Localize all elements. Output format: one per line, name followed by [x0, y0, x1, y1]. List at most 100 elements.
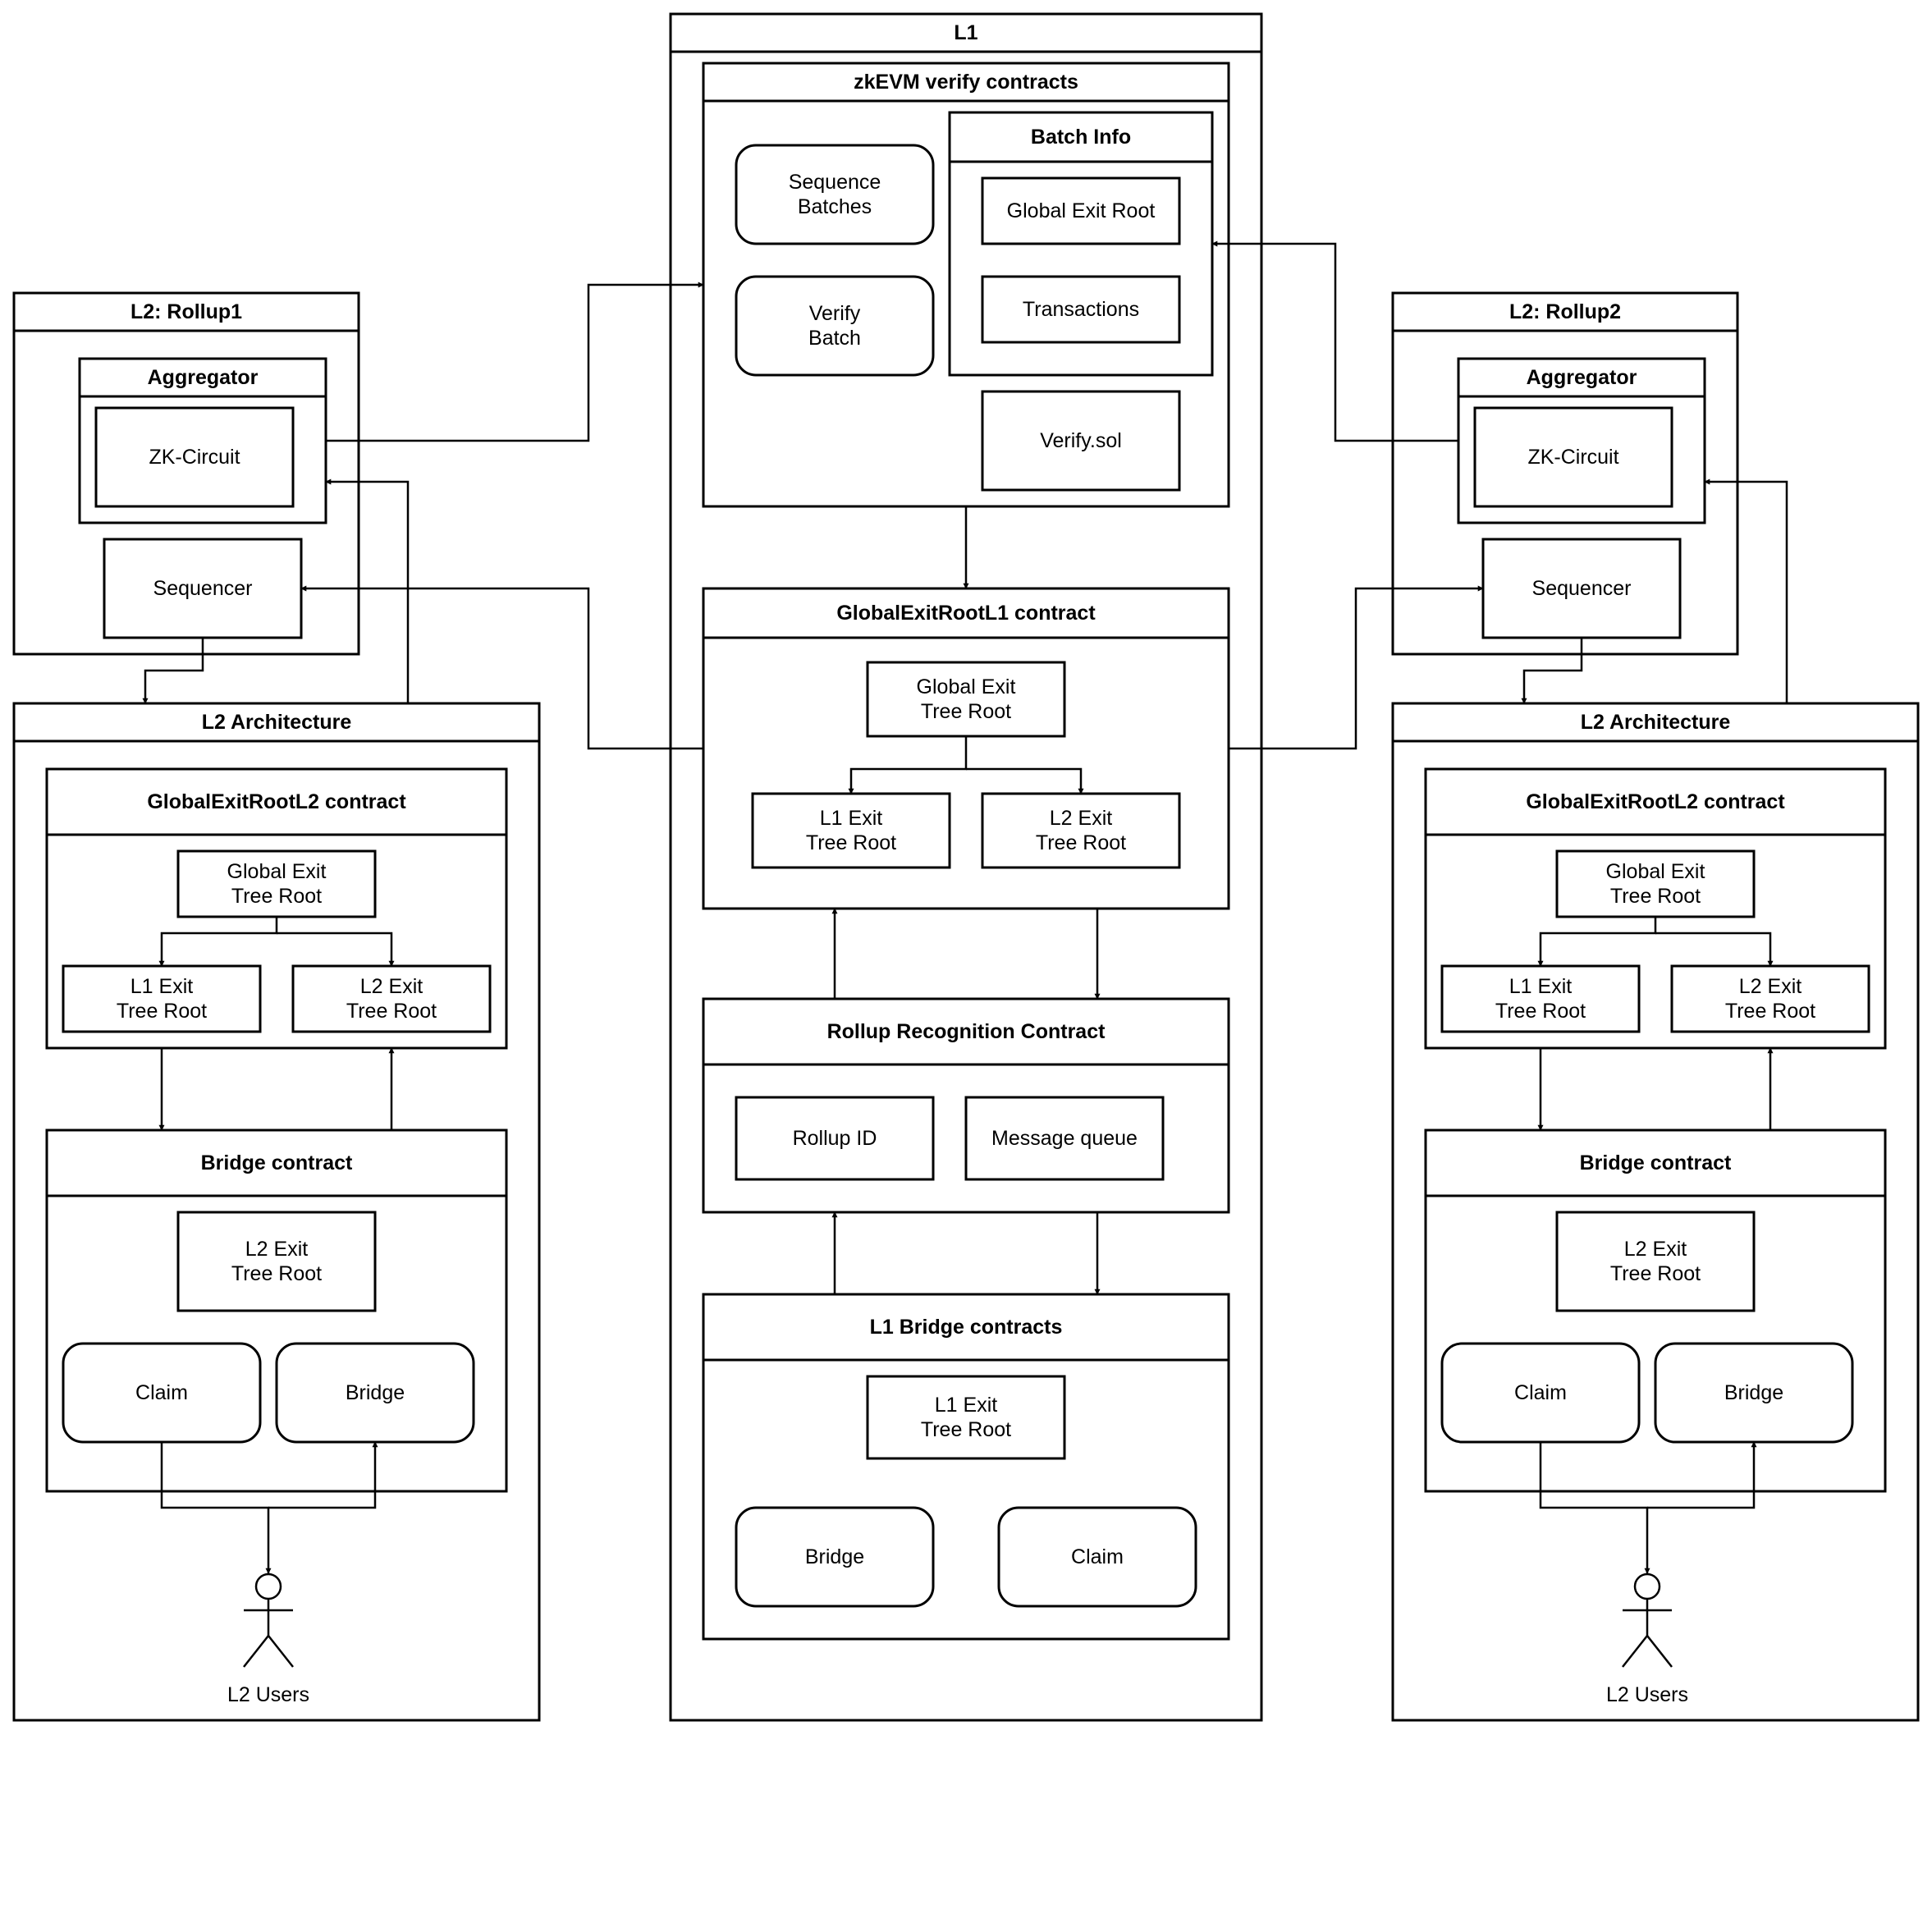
- rollup2-bridge-l2-exit-tree-root: [1555, 1211, 1756, 1312]
- batch-info-title: Batch Info: [1031, 126, 1131, 149]
- l1-ger-l1-exit-tree-root: [751, 792, 951, 869]
- zkevm-verify-contracts-title: zkEVM verify contracts: [854, 71, 1078, 94]
- rollup1-user-to-bridge: [268, 1441, 378, 1509]
- global-exit-root: [981, 176, 1181, 245]
- l1-global-exit-tree-root-label: Global Exit: [917, 675, 1016, 698]
- rollup2-l2-ger-l1-exit-tree-root: [1440, 964, 1641, 1033]
- verify-batch: [735, 275, 935, 377]
- ger-l1-split-right: [966, 767, 1084, 794]
- rollup2-l2-ger-l1-exit-tree-root-label: Tree Root: [1495, 1000, 1586, 1023]
- message-queue-label: Message queue: [991, 1127, 1138, 1150]
- rollup1-l2-global-exit-tree-root-label: Global Exit: [227, 860, 327, 883]
- rollup2-ger-split-r: [1655, 932, 1774, 967]
- rollup1-sequencer: [103, 538, 303, 639]
- rollup2-claim-button-label: Claim: [1514, 1381, 1567, 1404]
- verify-batch-label: Verify: [809, 302, 861, 325]
- rollup1-l2-global-exit-tree-root-label: Tree Root: [231, 885, 322, 908]
- rollup2-bridge-contract-title: Bridge contract: [1580, 1151, 1732, 1174]
- rollup1-bridge-button-label: Bridge: [346, 1381, 405, 1404]
- rollup1-claim-to-user: [160, 1442, 272, 1574]
- rollup2-global-exit-root-l2-contract-title: GlobalExitRootL2 contract: [1526, 790, 1785, 813]
- rollup2-l2-global-exit-tree-root: [1555, 849, 1756, 918]
- rollup2-container-title: L2: Rollup2: [1509, 300, 1621, 323]
- rollup2-l2-ger-l2-exit-tree-root: [1670, 964, 1870, 1033]
- verify-sol-label: Verify.sol: [1040, 429, 1122, 452]
- transactions-label: Transactions: [1023, 298, 1139, 321]
- rollup1-aggregator-title: Aggregator: [148, 366, 259, 389]
- rollup1-container-title: L2: Rollup1: [130, 300, 242, 323]
- l1-ger-l1-exit-tree-root-label: L1 Exit: [820, 807, 882, 830]
- rollup1-ger-split: [158, 917, 278, 967]
- rollup1-global-exit-root-l2-contract-title: GlobalExitRootL2 contract: [147, 790, 406, 813]
- rollup2-sequencer-label: Sequencer: [1532, 577, 1632, 600]
- rollup1-claim-button-label: Claim: [135, 1381, 188, 1404]
- global-exit-root-label: Global Exit Root: [1007, 199, 1156, 222]
- rollup2-aggregator-to-batch-info: [1211, 240, 1458, 442]
- verify-batch-label: Batch: [808, 327, 861, 350]
- rollup1-l2-ger-l2-exit-tree-root-label: Tree Root: [346, 1000, 437, 1023]
- rollup-recognition-contract-title: Rollup Recognition Contract: [827, 1020, 1106, 1043]
- rollup1-bridge-contract-title: Bridge contract: [201, 1151, 353, 1174]
- transactions: [981, 275, 1181, 344]
- rollup2-users-label: L2 Users: [1606, 1683, 1688, 1706]
- l1-bridge-contracts-title: L1 Bridge contracts: [870, 1316, 1063, 1339]
- l1-bridge-button-label: Bridge: [805, 1545, 864, 1568]
- rollup1-arch-to-aggregator: [325, 478, 410, 703]
- rollup1-bridge-l2-exit-tree-root: [176, 1211, 377, 1312]
- ger-l1-split-left: [848, 736, 968, 794]
- rollup2-user-to-bridge: [1647, 1441, 1757, 1509]
- rollup1-zk-circuit-label: ZK-Circuit: [149, 446, 240, 469]
- rollup1-seq-to-arch: [142, 638, 204, 704]
- sequence-batches-label: Batches: [798, 195, 872, 218]
- rollup1-l2-ger-l1-exit-tree-root: [62, 964, 262, 1033]
- rollup2-arch-to-aggregator: [1704, 478, 1788, 703]
- rollup2-claim-to-user: [1539, 1442, 1650, 1574]
- l1-ger-l2-exit-tree-root-label: Tree Root: [1036, 831, 1126, 854]
- rollup2-zk-circuit: [1473, 406, 1673, 508]
- rollup2-l2-global-exit-tree-root-label: Global Exit: [1606, 860, 1705, 883]
- rollup1-user-icon: [243, 1573, 294, 1668]
- l1-bridge-l1-exit-tree-root-label: Tree Root: [921, 1418, 1011, 1441]
- rollup1-l2-ger-l1-exit-tree-root-label: Tree Root: [117, 1000, 207, 1023]
- rollup1-sequencer-label: Sequencer: [153, 577, 253, 600]
- sequence-batches: [735, 144, 935, 245]
- rollup2-seq-to-arch: [1521, 638, 1583, 704]
- rollup2-zk-circuit-label: ZK-Circuit: [1527, 446, 1618, 469]
- rollup2-l2-ger-l1-exit-tree-root-label: L1 Exit: [1509, 975, 1572, 998]
- rollup2-l2-architecture-title: L2 Architecture: [1581, 711, 1731, 734]
- l1-bridge-button: [735, 1506, 935, 1608]
- rollup1-aggregator-to-zkevm: [326, 282, 704, 442]
- rollup1-bridge-l2-exit-tree-root-label: Tree Root: [231, 1262, 322, 1285]
- l1-global-exit-tree-root-label: Tree Root: [921, 700, 1011, 723]
- l1-container-title: L1: [954, 21, 977, 44]
- l1-ger-l1-exit-tree-root-label: Tree Root: [806, 831, 896, 854]
- l1-claim-button-label: Claim: [1071, 1545, 1124, 1568]
- rollup2-l2-ger-l2-exit-tree-root-label: L2 Exit: [1739, 975, 1802, 998]
- rollup1-l2-architecture-title: L2 Architecture: [202, 711, 352, 734]
- rollup2-aggregator-title: Aggregator: [1527, 366, 1637, 389]
- rollup2-sequencer: [1481, 538, 1682, 639]
- verify-sol: [981, 390, 1181, 492]
- global-exit-root-l1-contract-title: GlobalExitRootL1 contract: [836, 602, 1096, 625]
- rollup1-bridge-l2-exit-tree-root-label: L2 Exit: [245, 1238, 308, 1261]
- rollup2-ger-split: [1537, 917, 1657, 967]
- rollup2-bridge-l2-exit-tree-root-label: Tree Root: [1610, 1262, 1701, 1285]
- rollup2-bridge-button-label: Bridge: [1724, 1381, 1783, 1404]
- rollup2-l2-global-exit-tree-root-label: Tree Root: [1610, 885, 1701, 908]
- rollup-id-label: Rollup ID: [793, 1127, 877, 1150]
- rollup1-zk-circuit: [94, 406, 295, 508]
- ger-l1-to-rollup1-sequencer: [300, 585, 703, 750]
- ger-l1-to-rollup2-sequencer: [1229, 585, 1484, 750]
- l1-bridge-l1-exit-tree-root-label: L1 Exit: [935, 1394, 997, 1417]
- rollup2-l2-ger-l2-exit-tree-root-label: Tree Root: [1725, 1000, 1815, 1023]
- l1-global-exit-tree-root: [866, 661, 1066, 738]
- l1-claim-button: [997, 1506, 1197, 1608]
- rollup1-users-label: L2 Users: [227, 1683, 309, 1706]
- rollup2-user-icon: [1622, 1573, 1673, 1668]
- l1-bridge-l1-exit-tree-root: [866, 1375, 1066, 1460]
- rollup1-ger-split-r: [277, 932, 395, 967]
- rollup1-l2-ger-l1-exit-tree-root-label: L1 Exit: [130, 975, 193, 998]
- rollup1-l2-ger-l2-exit-tree-root-label: L2 Exit: [360, 975, 423, 998]
- rollup1-l2-global-exit-tree-root: [176, 849, 377, 918]
